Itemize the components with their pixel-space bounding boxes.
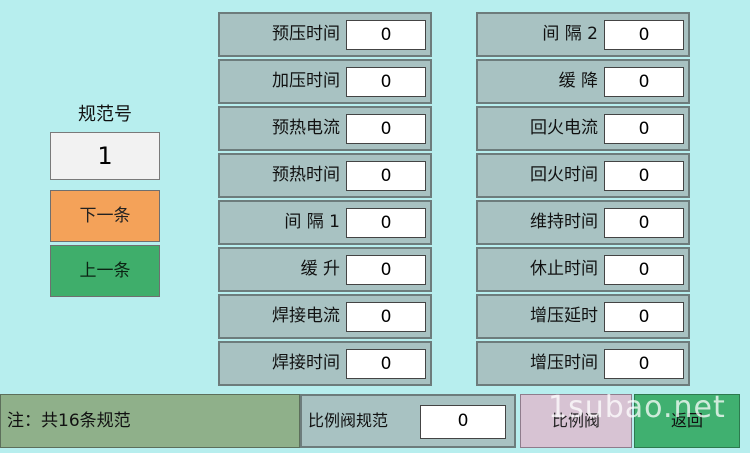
param-label: 增压时间 <box>530 353 598 373</box>
param-label: 回火电流 <box>530 118 598 138</box>
param-value-field[interactable]: 0 <box>604 20 684 50</box>
param-value-field[interactable]: 0 <box>346 208 426 238</box>
param-value-field[interactable]: 0 <box>346 302 426 332</box>
param-label: 缓 升 <box>300 259 340 279</box>
standard-number-field[interactable]: 1 <box>50 132 160 180</box>
param-value-field[interactable]: 0 <box>346 161 426 191</box>
param-value-field[interactable]: 0 <box>604 349 684 379</box>
next-button[interactable]: 下一条 <box>50 190 160 242</box>
status-note: 注：共16条规范 <box>0 394 300 448</box>
param-value-field[interactable]: 0 <box>346 114 426 144</box>
param-label: 预热电流 <box>272 118 340 138</box>
param-hold-time: 维持时间 0 <box>476 200 690 245</box>
param-weld-time: 焊接时间 0 <box>218 341 432 386</box>
param-label: 间 隔 2 <box>542 24 598 44</box>
param-temper-time: 回火时间 0 <box>476 153 690 198</box>
proportional-valve-panel: 比例阀规范 0 <box>300 394 516 448</box>
param-temper-current: 回火电流 0 <box>476 106 690 151</box>
param-weld-current: 焊接电流 0 <box>218 294 432 339</box>
param-label: 间 隔 1 <box>284 212 340 232</box>
previous-button[interactable]: 上一条 <box>50 245 160 297</box>
param-label: 缓 降 <box>558 71 598 91</box>
proportional-valve-field[interactable]: 0 <box>420 405 506 439</box>
param-off-time: 休止时间 0 <box>476 247 690 292</box>
param-label: 回火时间 <box>530 165 598 185</box>
param-value-field[interactable]: 0 <box>346 67 426 97</box>
param-label: 焊接时间 <box>272 353 340 373</box>
standard-number-label: 规范号 <box>78 104 132 125</box>
param-value-field[interactable]: 0 <box>604 255 684 285</box>
param-label: 维持时间 <box>530 212 598 232</box>
param-label: 预热时间 <box>272 165 340 185</box>
param-value-field[interactable]: 0 <box>346 255 426 285</box>
param-label: 休止时间 <box>530 259 598 279</box>
param-press-time: 加压时间 0 <box>218 59 432 104</box>
param-boost-delay: 增压延时 0 <box>476 294 690 339</box>
param-preheat-current: 预热电流 0 <box>218 106 432 151</box>
param-boost-time: 增压时间 0 <box>476 341 690 386</box>
param-slow-rise: 缓 升 0 <box>218 247 432 292</box>
proportional-valve-label: 比例阀规范 <box>308 411 389 430</box>
param-preload-time: 预压时间 0 <box>218 12 432 57</box>
param-label: 焊接电流 <box>272 306 340 326</box>
param-interval-2: 间 隔 2 0 <box>476 12 690 57</box>
param-label: 加压时间 <box>272 71 340 91</box>
param-value-field[interactable]: 0 <box>604 161 684 191</box>
param-value-field[interactable]: 0 <box>604 302 684 332</box>
back-button[interactable]: 返回 <box>634 394 740 448</box>
param-interval-1: 间 隔 1 0 <box>218 200 432 245</box>
param-value-field[interactable]: 0 <box>346 20 426 50</box>
param-value-field[interactable]: 0 <box>346 349 426 379</box>
param-value-field[interactable]: 0 <box>604 67 684 97</box>
param-slow-fall: 缓 降 0 <box>476 59 690 104</box>
param-value-field[interactable]: 0 <box>604 208 684 238</box>
param-label: 预压时间 <box>272 24 340 44</box>
proportional-valve-button[interactable]: 比例阀 <box>520 394 632 448</box>
param-preheat-time: 预热时间 0 <box>218 153 432 198</box>
param-value-field[interactable]: 0 <box>604 114 684 144</box>
param-label: 增压延时 <box>530 306 598 326</box>
